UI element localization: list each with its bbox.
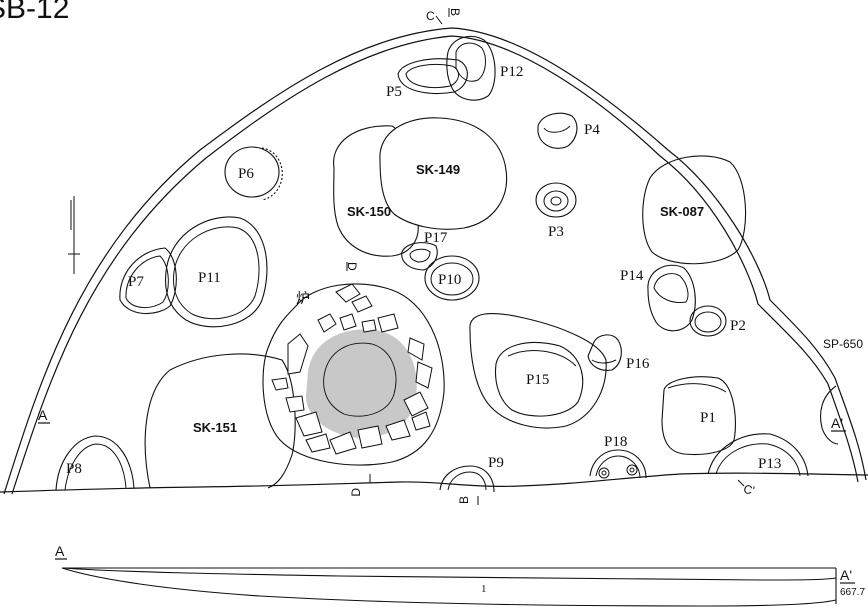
pit-sp650 (819, 385, 839, 445)
posthole-p18-hole-left (598, 467, 610, 479)
posthole-p8-label: P8 (66, 461, 82, 477)
profile-layer-bottom (61, 567, 837, 607)
posthole-p14-outer (647, 264, 696, 332)
posthole-p9-inner (447, 471, 487, 491)
north-arrow-icon (68, 196, 80, 274)
posthole-p3-core (550, 196, 562, 206)
pit-sk150 (333, 125, 419, 257)
posthole-p17-label: P17 (424, 230, 448, 246)
posthole-p18 (589, 449, 647, 479)
pit-sk151 (144, 353, 296, 489)
section-c-top-tick (435, 15, 443, 25)
pit-sp650-label: SP-650 (823, 337, 863, 351)
posthole-p11-outer (164, 216, 268, 328)
posthole-p15-outer (469, 313, 607, 429)
posthole-p15-inner (494, 342, 584, 417)
section-d-bottom-marker: D (349, 488, 363, 497)
posthole-p16 (587, 334, 622, 371)
posthole-p4 (537, 112, 578, 149)
posthole-p6 (224, 146, 280, 198)
section-a-marker: A (38, 407, 48, 423)
posthole-p18-hole-right-core (629, 467, 635, 473)
posthole-p2-inner (694, 311, 722, 333)
posthole-p5-inner (405, 63, 459, 88)
pit-sk087 (642, 155, 747, 265)
pit-sk087-label: SK-087 (660, 204, 704, 219)
posthole-p16-label: P16 (626, 356, 650, 372)
posthole-p15-ledge (507, 350, 577, 367)
pit-sk149 (379, 117, 508, 230)
posthole-p14-label: P14 (620, 268, 644, 284)
posthole-p14-inner (653, 273, 689, 303)
posthole-p9-label: P9 (488, 455, 504, 471)
profile-layer-top (61, 567, 837, 581)
pit-sk151-label: SK-151 (193, 420, 237, 435)
section-b-top-marker: B (448, 8, 462, 16)
posthole-p3-mid (543, 190, 569, 212)
posthole-p7-label: P7 (128, 274, 144, 290)
posthole-p16-inner (591, 359, 617, 364)
pit-sk150-label: SK-150 (347, 204, 391, 219)
posthole-p9 (439, 465, 495, 493)
posthole-p3-label: P3 (548, 224, 564, 240)
hearth-stones (271, 283, 433, 455)
posthole-p11-label: P11 (198, 270, 221, 286)
posthole-p17 (401, 242, 438, 271)
posthole-p11-inner (173, 226, 260, 320)
figure-label: SB-12 (0, 0, 69, 25)
posthole-p1-label: P1 (700, 410, 716, 426)
posthole-p3-outer (535, 182, 577, 218)
section-a-prime-marker: A' (831, 415, 843, 431)
posthole-p8 (55, 435, 135, 491)
posthole-p13-inner (715, 443, 801, 477)
section-c-top-marker: C (426, 9, 435, 23)
posthole-p2-label: P2 (730, 318, 746, 334)
posthole-p13 (707, 433, 809, 477)
pit-outline-inner (11, 35, 859, 495)
posthole-p12-inner (455, 42, 486, 82)
posthole-p1-outer (661, 376, 736, 456)
section-b-bottom-marker: B (457, 496, 471, 504)
posthole-p10-label: P10 (438, 272, 461, 288)
section-c-bottom-tick (737, 479, 745, 487)
posthole-p12-label: P12 (500, 64, 523, 80)
profile-a-label: A (55, 543, 65, 559)
section-c-bottom-marker: C' (742, 482, 756, 498)
hearth-core (323, 342, 397, 417)
posthole-p2-outer (689, 305, 727, 337)
posthole-p10-inner (430, 262, 474, 296)
posthole-p1-inner (667, 383, 727, 393)
posthole-p18-hole-left-core (601, 470, 607, 476)
hearth-pit (262, 283, 445, 466)
profile-elevation: 667.7 (840, 587, 865, 598)
posthole-p4-inner (543, 125, 571, 133)
ground-line (0, 472, 868, 493)
posthole-p18-hole-right (626, 464, 638, 476)
profile-a-prime-label: A' (840, 567, 852, 583)
posthole-p13-label: P13 (758, 456, 781, 472)
pit-sk149-label: SK-149 (416, 162, 460, 177)
posthole-p15-label: P15 (526, 372, 549, 388)
posthole-p18-inner (595, 455, 641, 479)
posthole-p7-inner (125, 255, 169, 308)
section-d-top-marker: D (345, 262, 359, 271)
posthole-p7-outer (119, 247, 177, 315)
posthole-p17-inner (409, 248, 431, 263)
posthole-p10-outer (424, 255, 480, 301)
posthole-p6-label: P6 (238, 166, 254, 182)
posthole-p8-inner (64, 443, 127, 491)
posthole-p5-label: P5 (386, 84, 402, 100)
posthole-p4-label: P4 (584, 122, 600, 138)
posthole-p5-outer (397, 58, 468, 94)
posthole-p18-label: P18 (604, 434, 627, 450)
posthole-p12-outer (446, 35, 496, 101)
pit-outline-outer (3, 27, 867, 495)
profile-layer-number: 1 (481, 583, 487, 595)
